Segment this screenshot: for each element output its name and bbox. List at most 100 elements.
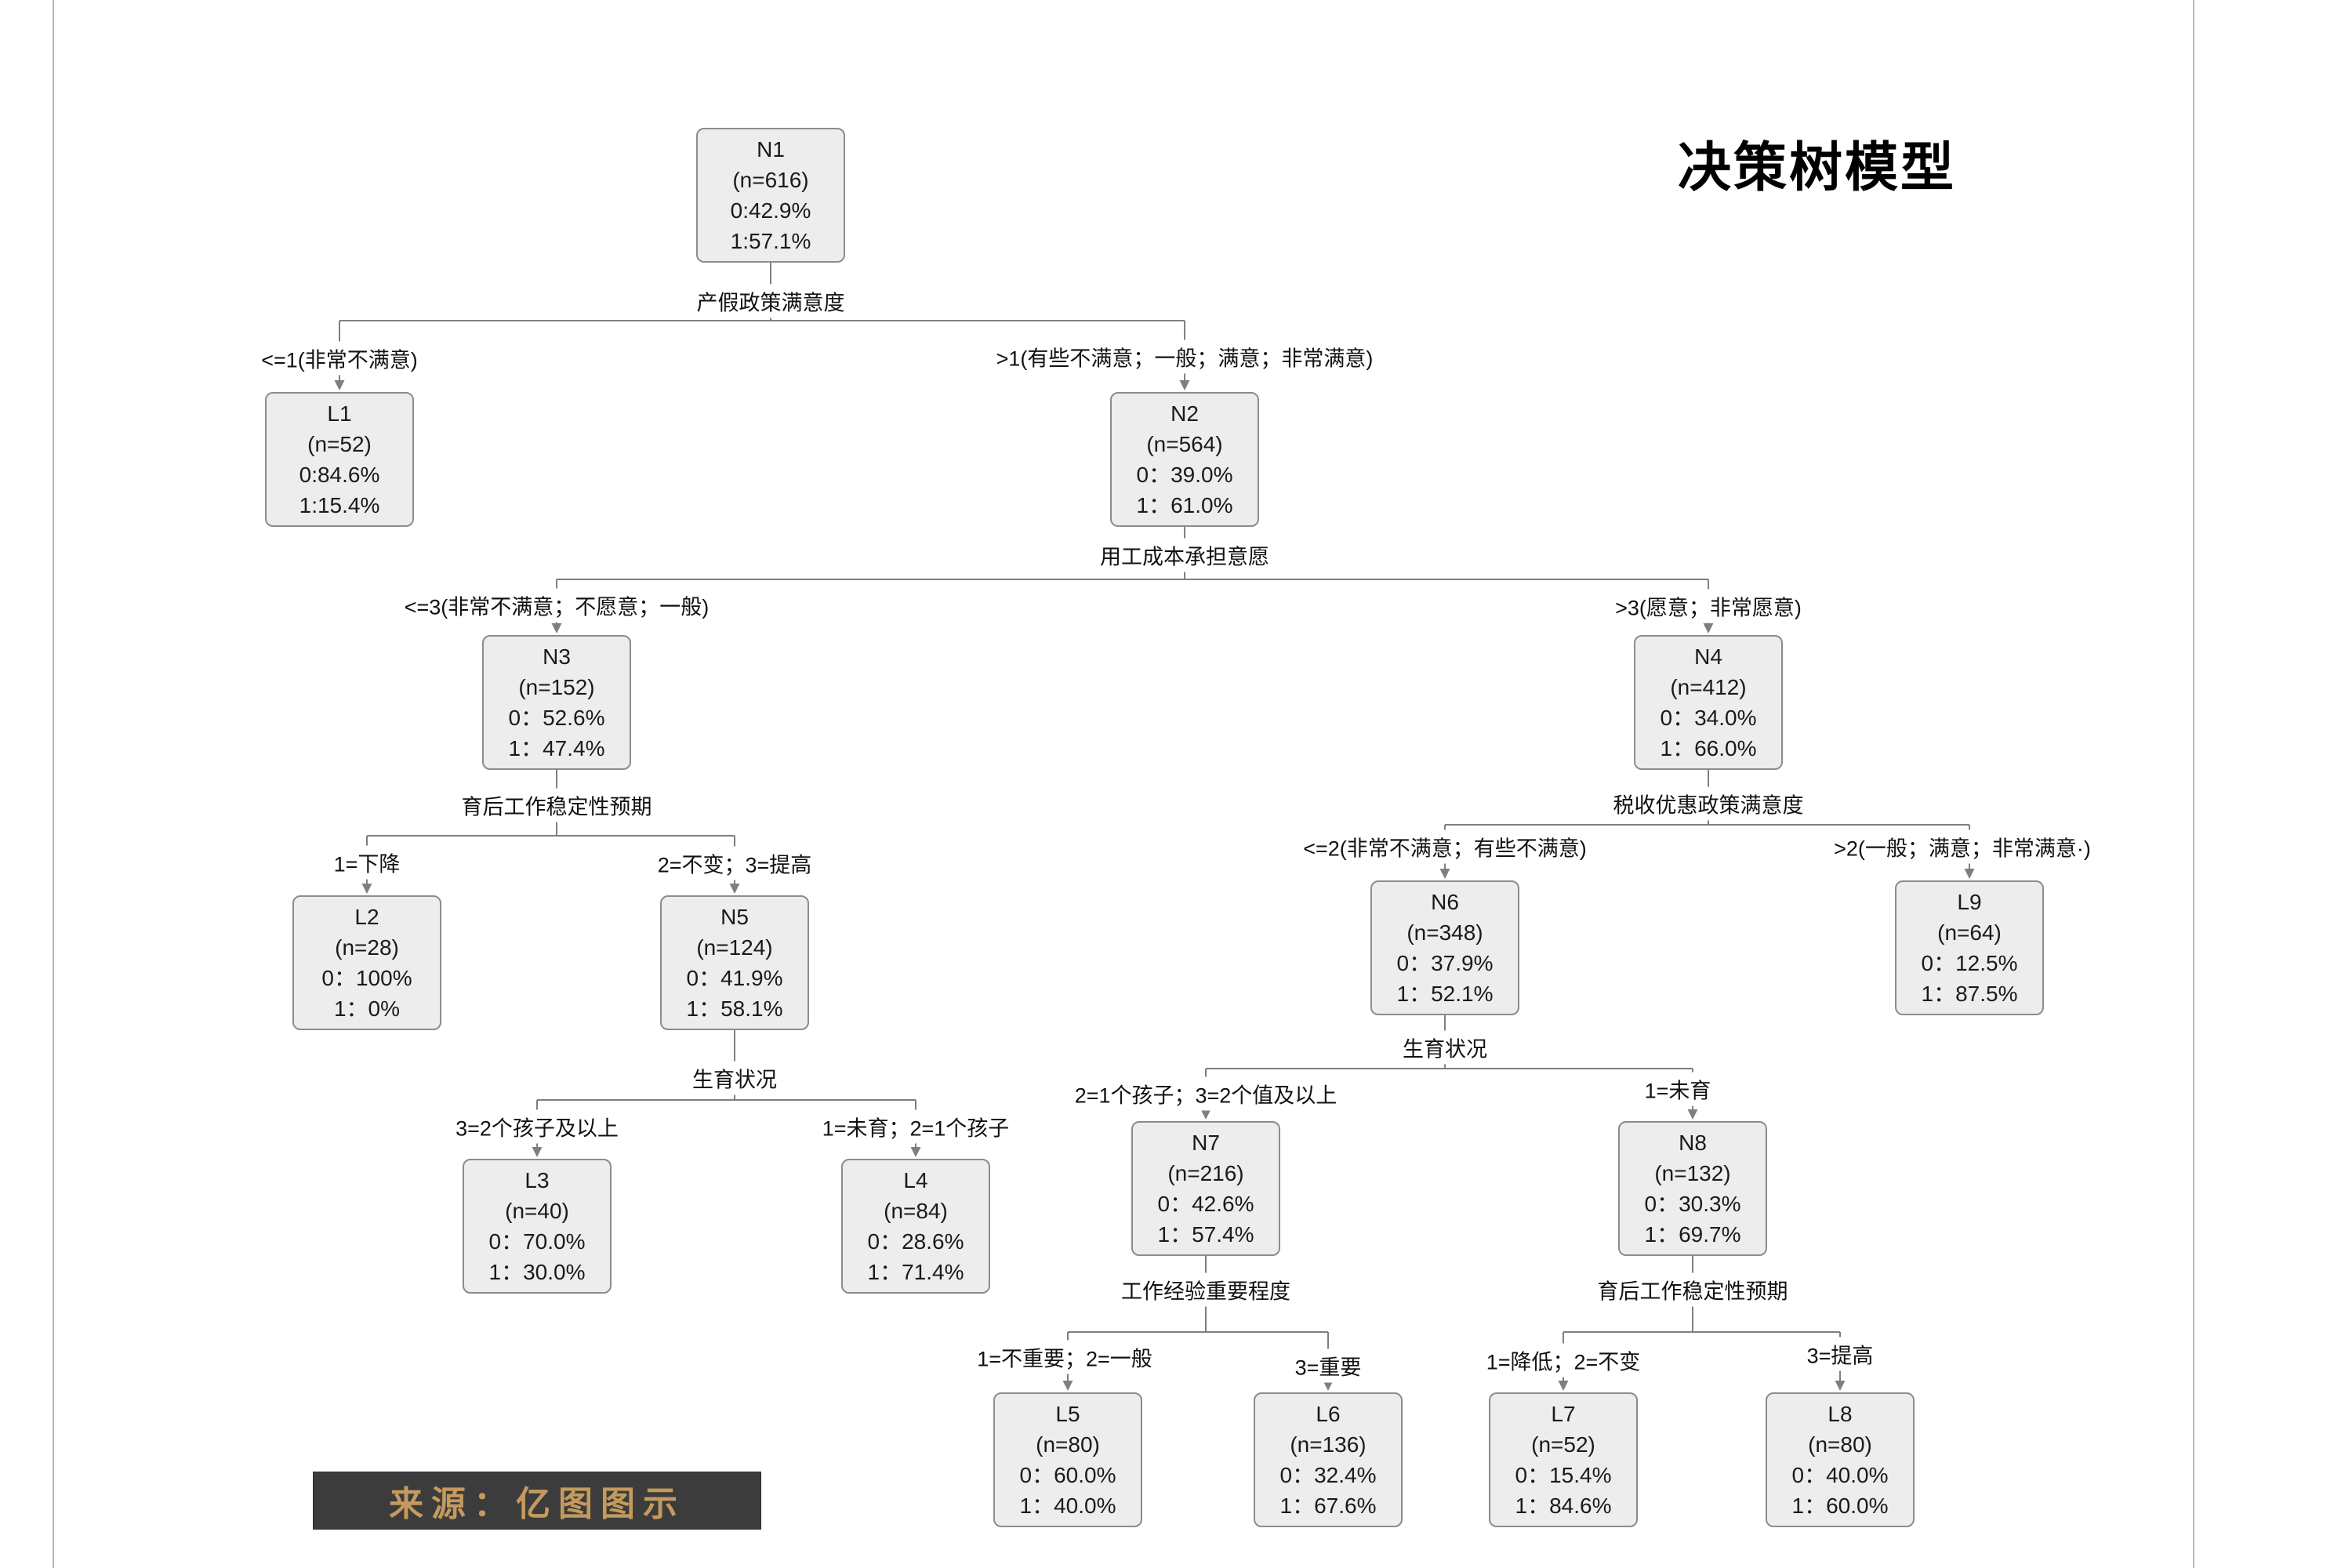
node-count: (n=124) (696, 935, 773, 960)
node-count: (n=40) (505, 1199, 569, 1223)
node-id: L5 (1055, 1402, 1080, 1426)
node-id: L7 (1551, 1402, 1576, 1426)
node-count: (n=564) (1146, 432, 1223, 456)
node-class0: 0：52.6% (508, 706, 605, 730)
node-count: (n=132) (1654, 1161, 1731, 1185)
edge-label-n7-l5: 1=不重要；2=一般 (971, 1340, 1159, 1374)
node-id: L1 (327, 401, 352, 426)
node-class1: 1：67.6% (1279, 1494, 1377, 1518)
tree-node-L1: L1 (n=52) 0:84.6% 1:15.4% (265, 392, 414, 527)
source-badge: 来源：亿图图示 (313, 1472, 761, 1530)
node-class0: 0：34.0% (1660, 706, 1757, 730)
node-count: (n=52) (307, 432, 372, 456)
node-id: L3 (524, 1168, 550, 1192)
tree-node-N2: N2 (n=564) 0：39.0% 1：61.0% (1110, 392, 1259, 527)
node-class1: 1：57.4% (1157, 1222, 1254, 1247)
split-label-N2: 用工成本承担意愿 (1094, 538, 1276, 572)
node-count: (n=28) (335, 935, 399, 960)
tree-node-L5: L5 (n=80) 0：60.0% 1：40.0% (993, 1392, 1142, 1527)
node-id: N1 (757, 137, 785, 162)
tree-node-L6: L6 (n=136) 0：32.4% 1：67.6% (1254, 1392, 1403, 1527)
node-class0: 0：12.5% (1921, 951, 2018, 975)
node-count: (n=84) (884, 1199, 948, 1223)
node-class1: 1：87.5% (1921, 982, 2018, 1006)
node-id: L9 (1957, 890, 1982, 914)
node-class1: 1：0% (333, 996, 401, 1021)
tree-node-N8: N8 (n=132) 0：30.3% 1：69.7% (1618, 1121, 1767, 1256)
node-count: (n=136) (1290, 1432, 1367, 1457)
edge-label-n3-n5: 2=不变；3=提高 (651, 846, 818, 880)
tree-node-N3: N3 (n=152) 0：52.6% 1：47.4% (482, 635, 631, 770)
tree-node-N7: N7 (n=216) 0：42.6% 1：57.4% (1131, 1121, 1280, 1256)
split-label-N7: 工作经验重要程度 (1115, 1272, 1297, 1307)
node-count: (n=80) (1036, 1432, 1100, 1457)
edge-label-n5-l3: 3=2个孩子及以上 (449, 1109, 625, 1144)
tree-node-N4: N4 (n=412) 0：34.0% 1：66.0% (1634, 635, 1783, 770)
tree-node-L2: L2 (n=28) 0：100% 1：0% (292, 895, 441, 1030)
split-label-N3: 育后工作稳定性预期 (455, 788, 659, 822)
node-id: N8 (1679, 1131, 1707, 1155)
node-class0: 0：42.6% (1157, 1192, 1254, 1216)
node-class0: 0：40.0% (1791, 1463, 1889, 1487)
node-count: (n=80) (1808, 1432, 1872, 1457)
edge-label-n6-n8: 1=未育 (1638, 1072, 1718, 1106)
node-class1: 1：61.0% (1136, 493, 1233, 517)
node-count: (n=412) (1670, 675, 1747, 699)
tree-node-L8: L8 (n=80) 0：40.0% 1：60.0% (1766, 1392, 1915, 1527)
tree-node-N6: N6 (n=348) 0：37.9% 1：52.1% (1370, 880, 1519, 1015)
tree-node-N1: N1 (n=616) 0:42.9% 1:57.1% (696, 128, 845, 263)
split-label-N5: 生育状况 (686, 1061, 783, 1095)
node-count: (n=152) (518, 675, 595, 699)
node-count: (n=52) (1531, 1432, 1595, 1457)
node-class1: 1：40.0% (1019, 1494, 1116, 1518)
node-class0: 0：32.4% (1279, 1463, 1377, 1487)
node-class1: 1：69.7% (1644, 1222, 1741, 1247)
split-label-N4: 税收优惠政策满意度 (1606, 786, 1810, 821)
page-edge-left (53, 0, 54, 1568)
node-class0: 0：41.9% (686, 966, 783, 990)
node-count: (n=64) (1937, 920, 2002, 945)
split-label-N8: 育后工作稳定性预期 (1591, 1272, 1795, 1307)
node-class0: 0：28.6% (867, 1229, 964, 1254)
node-class1: 1：30.0% (488, 1260, 586, 1284)
node-id: L6 (1316, 1402, 1341, 1426)
node-class0: 0：39.0% (1136, 463, 1233, 487)
node-id: L8 (1828, 1402, 1853, 1426)
node-class0: 0:84.6% (299, 463, 380, 487)
node-class1: 1：60.0% (1791, 1494, 1889, 1518)
node-id: N4 (1694, 644, 1722, 669)
node-class0: 0：60.0% (1019, 1463, 1116, 1487)
edge-label-n2-n4: >3(愿意；非常愿意) (1609, 589, 1808, 623)
split-label-N6: 生育状况 (1396, 1030, 1494, 1065)
node-class0: 0:42.9% (730, 198, 811, 223)
node-class1: 1：47.4% (508, 736, 605, 760)
node-class0: 0：70.0% (488, 1229, 586, 1254)
tree-node-L9: L9 (n=64) 0：12.5% 1：87.5% (1895, 880, 2044, 1015)
node-count: (n=348) (1406, 920, 1483, 945)
edge-label-n4-n6: <=2(非常不满意；有些不满意) (1297, 829, 1593, 864)
node-class1: 1:57.1% (730, 229, 811, 253)
edge-label-n3-l2: 1=下降 (327, 845, 407, 880)
node-id: N3 (543, 644, 571, 669)
edge-label-n5-l4: 1=未育；2=1个孩子 (815, 1109, 1016, 1144)
node-id: N2 (1171, 401, 1199, 426)
edge-label-n2-n3: <=3(非常不满意；不愿意；一般) (397, 588, 716, 622)
tree-node-L7: L7 (n=52) 0：15.4% 1：84.6% (1489, 1392, 1638, 1527)
node-count: (n=216) (1167, 1161, 1244, 1185)
edge-label-n8-l8: 3=提高 (1800, 1337, 1880, 1371)
edge-label-n6-n7: 2=1个孩子；3=2个值及以上 (1068, 1076, 1344, 1111)
node-class1: 1：58.1% (686, 996, 783, 1021)
node-class1: 1:15.4% (299, 493, 380, 517)
tree-node-L3: L3 (n=40) 0：70.0% 1：30.0% (463, 1159, 612, 1294)
node-class0: 0：15.4% (1515, 1463, 1612, 1487)
node-id: N6 (1431, 890, 1459, 914)
edge-label-n4-l9: >2(一般；满意；非常满意·) (1828, 829, 2097, 864)
edge-label-n7-l6: 3=重要 (1288, 1348, 1368, 1383)
node-id: L2 (354, 905, 379, 929)
node-class0: 0：37.9% (1396, 951, 1494, 975)
tree-node-L4: L4 (n=84) 0：28.6% 1：71.4% (841, 1159, 990, 1294)
page-edge-right (2193, 0, 2194, 1568)
edge-label-n8-l7: 1=降低；2=不变 (1479, 1343, 1647, 1377)
